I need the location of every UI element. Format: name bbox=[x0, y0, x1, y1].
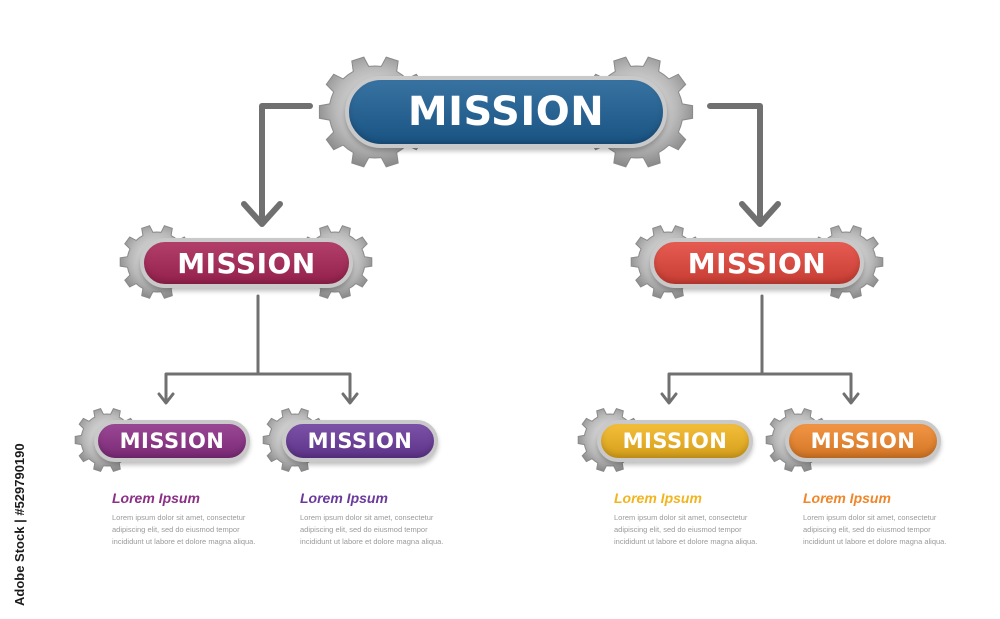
leaf2-body: Lorem ipsum dolor sit amet, consectetur … bbox=[300, 513, 444, 546]
left-branch-connector bbox=[164, 294, 352, 404]
leaf2-mission-label: MISSION bbox=[307, 429, 413, 453]
leaf2-mission-node: MISSION bbox=[282, 420, 438, 462]
leaf3-arrowhead bbox=[660, 392, 678, 405]
leaf3-title: Lorem Ipsum bbox=[614, 490, 702, 506]
right-branch-connector bbox=[667, 294, 853, 404]
right-mission-node: MISSION bbox=[650, 238, 864, 288]
right-mission-label: MISSION bbox=[687, 246, 827, 280]
root-to-left-connector bbox=[259, 103, 313, 225]
leaf1-title: Lorem Ipsum bbox=[112, 490, 200, 506]
root-to-right-arrowhead bbox=[739, 201, 781, 227]
root-to-right-connector bbox=[707, 103, 763, 225]
leaf2-description: Lorem Ipsum Lorem ipsum dolor sit amet, … bbox=[300, 490, 460, 548]
leaf4-title: Lorem Ipsum bbox=[803, 490, 891, 506]
root-mission-node: MISSION bbox=[345, 76, 667, 148]
leaf4-arrowhead bbox=[842, 392, 860, 405]
leaf4-body: Lorem ipsum dolor sit amet, consectetur … bbox=[803, 513, 947, 546]
leaf2-arrowhead bbox=[341, 392, 359, 405]
leaf1-mission-node: MISSION bbox=[94, 420, 250, 462]
left-mission-label: MISSION bbox=[177, 246, 316, 280]
leaf3-body: Lorem ipsum dolor sit amet, consectetur … bbox=[614, 513, 758, 546]
leaf3-description: Lorem Ipsum Lorem ipsum dolor sit amet, … bbox=[614, 490, 774, 548]
root-mission-label: MISSION bbox=[407, 89, 605, 135]
leaf1-mission-label: MISSION bbox=[119, 429, 225, 453]
leaf2-title: Lorem Ipsum bbox=[300, 490, 388, 506]
leaf4-description: Lorem Ipsum Lorem ipsum dolor sit amet, … bbox=[803, 490, 963, 548]
leaf3-mission-node: MISSION bbox=[597, 420, 753, 462]
leaf1-description: Lorem Ipsum Lorem ipsum dolor sit amet, … bbox=[112, 490, 272, 548]
leaf4-mission-node: MISSION bbox=[785, 420, 941, 462]
leaf4-mission-label: MISSION bbox=[810, 429, 916, 453]
leaf3-mission-label: MISSION bbox=[622, 429, 728, 453]
leaf1-arrowhead bbox=[157, 392, 175, 405]
left-mission-node: MISSION bbox=[140, 238, 353, 288]
root-to-left-arrowhead bbox=[241, 201, 283, 227]
leaf1-body: Lorem ipsum dolor sit amet, consectetur … bbox=[112, 513, 256, 546]
stock-id-text: Adobe Stock | #529790190 bbox=[12, 443, 27, 606]
